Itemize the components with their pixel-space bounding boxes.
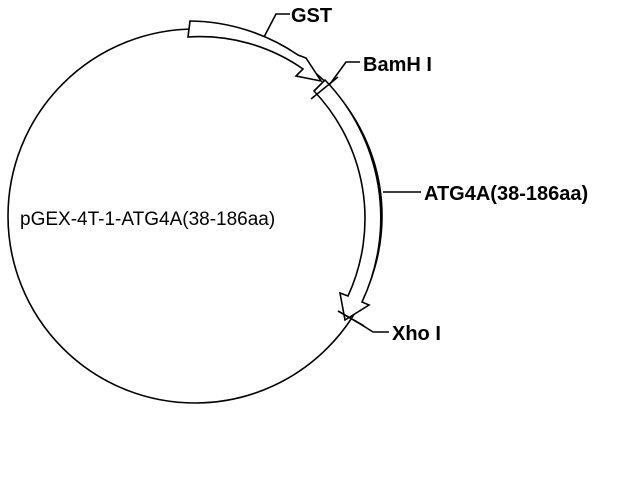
gst-feature-arrow [187, 20, 323, 83]
bamhi-leader-line [329, 61, 360, 85]
insert-feature-arrow [312, 78, 382, 322]
bamhi-site-tick [310, 76, 339, 100]
gst-label: GST [291, 5, 332, 27]
bamhi-label: BamH I [363, 54, 432, 76]
plasmid-name: pGEX-4T-1-ATG4A(38-186aa) [20, 209, 275, 230]
xhoi-label: Xho I [392, 323, 441, 345]
gst-leader-line [263, 13, 290, 38]
xhoi-leader-line [353, 319, 389, 333]
insert-label: ATG4A(38-186aa) [424, 183, 588, 205]
